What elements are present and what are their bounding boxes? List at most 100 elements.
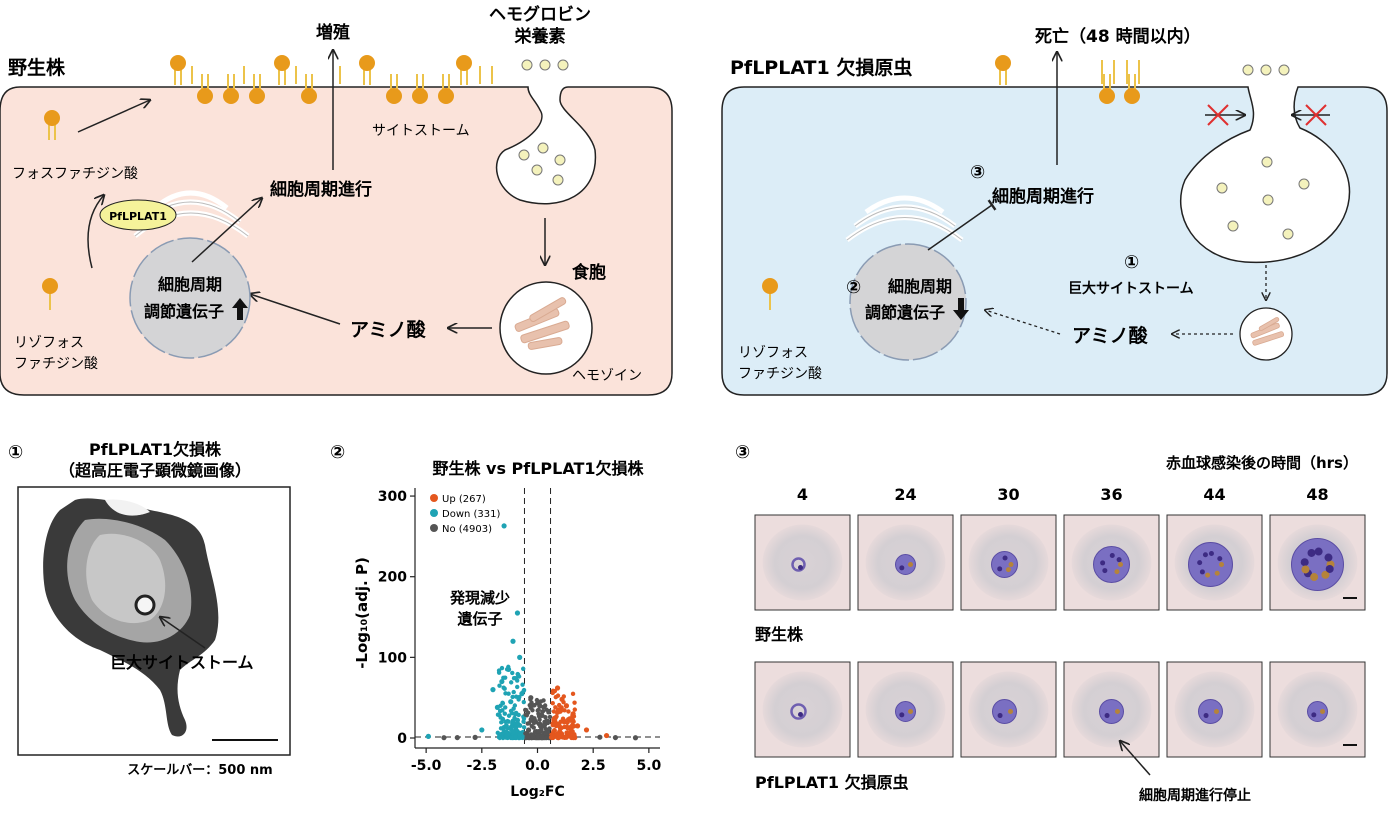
panel1-title-2: （超高圧電子顕微鏡画像） xyxy=(59,461,251,480)
parasite-granule xyxy=(1115,709,1120,714)
hour-label: 48 xyxy=(1306,485,1328,504)
parasite-granule xyxy=(1301,565,1310,574)
x-tick-label: 5.0 xyxy=(636,758,661,774)
parasite xyxy=(1188,542,1233,587)
volcano-point xyxy=(583,727,590,733)
volcano-point xyxy=(510,638,516,644)
parasite-nucleus xyxy=(798,712,803,717)
volcano-density-point xyxy=(550,700,555,706)
volcano-point xyxy=(532,719,538,725)
parasite-granule xyxy=(1118,562,1123,567)
wt-label: 野生株 xyxy=(8,56,66,79)
volcano-legend: Up (267)Down (331)No (4903) xyxy=(430,494,501,535)
legend-marker xyxy=(430,524,438,532)
arrest-annotation: 細胞周期進行停止 xyxy=(1139,787,1251,804)
volcano-density-point xyxy=(523,712,528,717)
volcano-density-point xyxy=(536,699,542,705)
parasite-granule xyxy=(1214,570,1220,576)
volcano-point xyxy=(472,734,478,740)
ko-inhibition-line xyxy=(927,199,997,251)
parasite-granule xyxy=(997,713,1003,719)
volcano-density-point xyxy=(540,709,546,714)
legend-label: No (4903) xyxy=(442,524,492,535)
parasite-granule xyxy=(1324,553,1333,562)
volcano-point xyxy=(479,727,485,733)
wt-membrane-lipids xyxy=(169,54,493,105)
parasite-granule xyxy=(899,712,905,718)
parasite-granule xyxy=(908,562,913,567)
ko-diagram: PfLPLAT1 欠損原虫 死亡（48 時間以内） ① 巨大サイトストーム アミ… xyxy=(721,26,1388,396)
volcano-density-point xyxy=(535,708,540,713)
y-tick-label: 0 xyxy=(397,731,407,747)
parasite-granule xyxy=(1314,547,1323,556)
volcano-density-point xyxy=(566,709,571,714)
volcano-density-point xyxy=(503,705,508,710)
volcano-point xyxy=(597,734,603,740)
parasite xyxy=(992,699,1017,724)
volcano-density-point xyxy=(510,694,515,700)
parasite-granule xyxy=(1208,551,1214,557)
volcano-density-point xyxy=(502,711,508,716)
ko-lyso-label-2: ファチジン酸 xyxy=(738,366,822,382)
micrograph-tile xyxy=(960,514,1057,611)
volcano-point xyxy=(528,695,534,701)
volcano-point xyxy=(554,731,561,737)
volcano-point xyxy=(508,699,514,705)
wt-nucleus-label-2: 調節遺伝子 xyxy=(144,302,224,321)
parasite-granule xyxy=(1008,562,1014,567)
ko-num3: ③ xyxy=(970,162,985,183)
ko-lyso-label-1: リゾフォス xyxy=(738,345,808,361)
volcano-density-point xyxy=(499,731,505,736)
volcano-point xyxy=(514,610,521,616)
volcano-density-point xyxy=(495,730,500,736)
parasite-granule xyxy=(1002,555,1008,561)
wt-lyso-label-1: リゾフォス xyxy=(14,335,84,351)
volcano-density-point xyxy=(570,691,576,697)
ko-giant-cytostome-label: 巨大サイトストーム xyxy=(1068,280,1194,297)
hour-label: 36 xyxy=(1100,485,1122,504)
em-scale-label: スケールバー：500 nm xyxy=(127,763,272,778)
panel2-number: ② xyxy=(330,442,345,463)
volcano-density-point xyxy=(497,683,502,688)
volcano-density-point xyxy=(495,712,501,717)
volcano-point xyxy=(441,735,447,741)
parasite-granule xyxy=(1114,569,1120,575)
volcano-density-point xyxy=(532,702,537,708)
volcano-density-point xyxy=(496,670,502,675)
volcano-density-point xyxy=(515,684,520,690)
volcano-point xyxy=(559,696,565,702)
volcano-density-point xyxy=(499,665,505,671)
volcano-density-point xyxy=(566,730,571,736)
wt-cytostome-vesicle xyxy=(518,142,566,186)
volcano-density-point xyxy=(503,691,508,696)
ko-hemozoin-crystals xyxy=(1250,317,1285,346)
series-0 xyxy=(550,685,610,739)
wt-upregulation-arrow xyxy=(232,298,248,320)
parasite-granule xyxy=(997,566,1003,572)
volcano-point xyxy=(541,723,547,729)
volcano-density-point xyxy=(527,702,532,708)
parasite-granule xyxy=(1008,709,1013,714)
panel3-number: ③ xyxy=(735,442,750,463)
parasite-granule xyxy=(1311,712,1317,718)
volcano-point xyxy=(570,711,576,717)
volcano-density-point xyxy=(563,734,569,739)
volcano-density-point xyxy=(502,675,508,680)
volcano-density-point xyxy=(531,725,536,730)
micrograph-tile xyxy=(960,661,1057,758)
wt-amino-acid-label: アミノ酸 xyxy=(350,318,427,341)
legend-marker xyxy=(430,509,438,517)
ko-downregulation-arrow xyxy=(953,298,969,320)
volcano-point xyxy=(612,734,619,741)
parasite-granule xyxy=(1205,572,1211,578)
parasite-granule xyxy=(1197,560,1203,566)
micrograph-tile xyxy=(754,661,851,758)
hour-label: 30 xyxy=(997,485,1019,504)
x-tick-label: -5.0 xyxy=(411,758,442,774)
wt-phosphatidic-label: フォスファチジン酸 xyxy=(12,166,138,182)
parasite-granule xyxy=(1104,713,1110,719)
volcano-density-point xyxy=(515,678,520,683)
